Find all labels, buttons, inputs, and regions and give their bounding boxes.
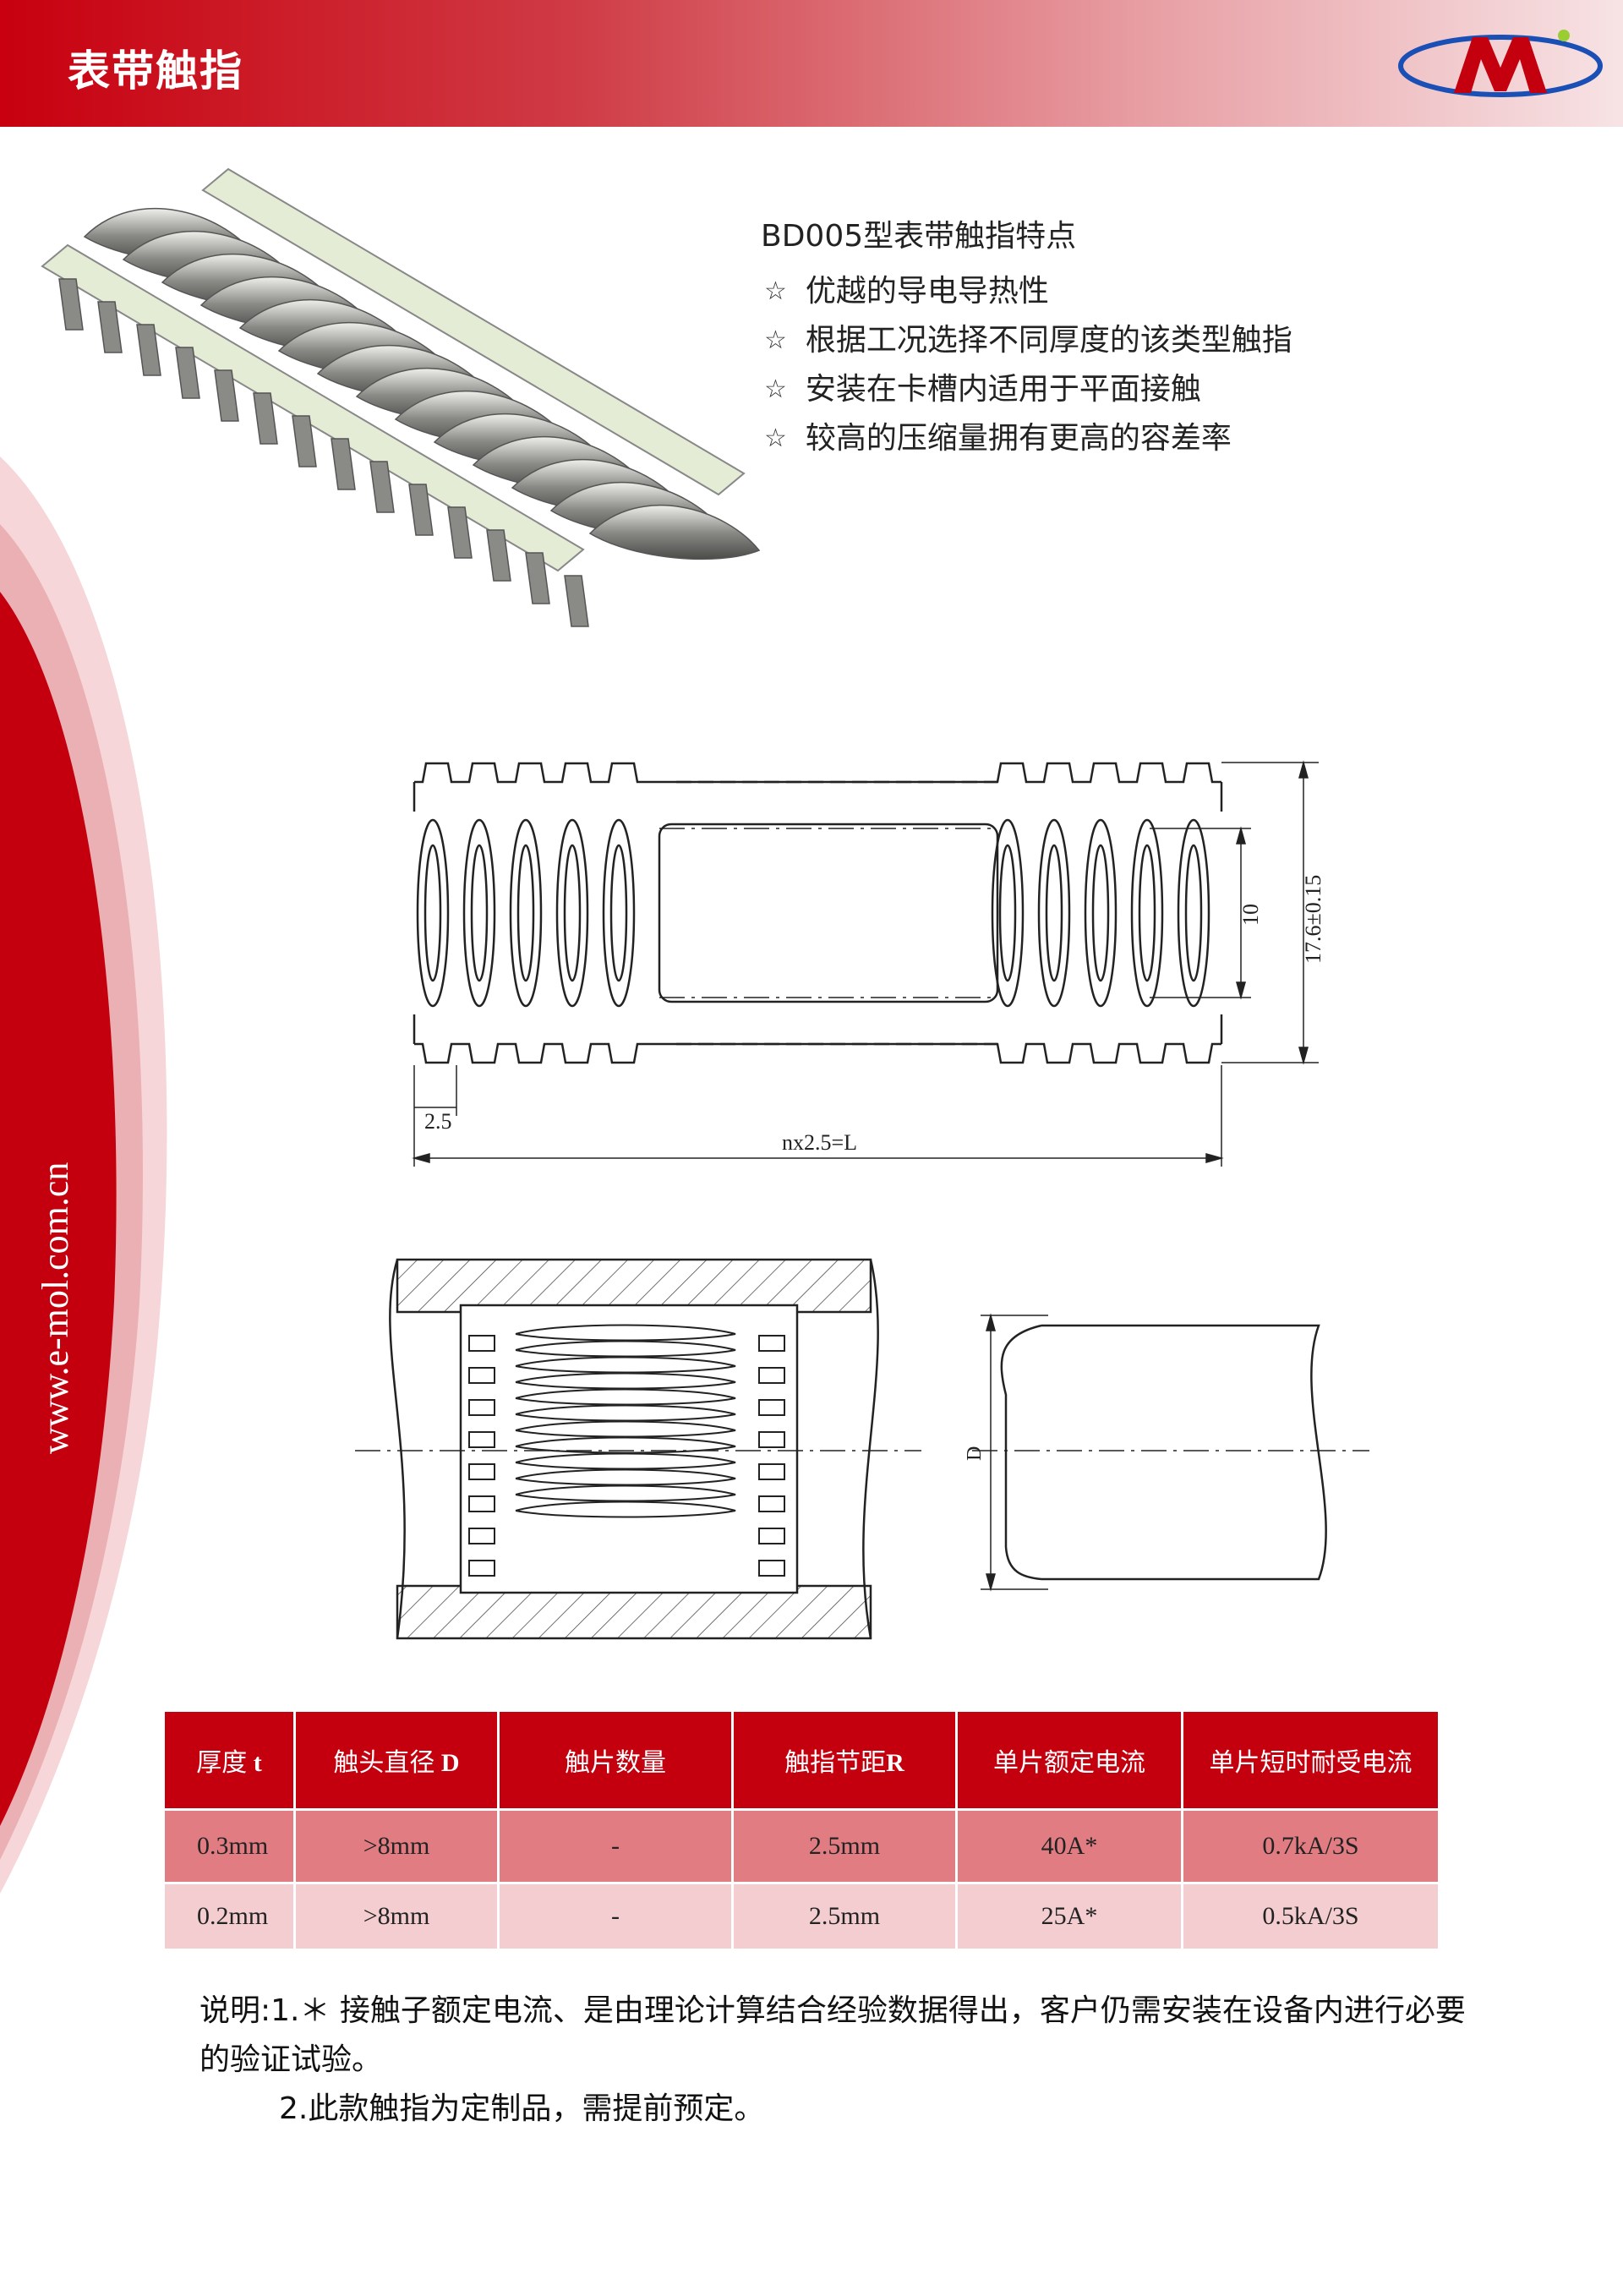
- table-cell: 0.2mm: [162, 1882, 296, 1951]
- feature-item: ☆ 根据工况选择不同厚度的该类型触指: [761, 316, 1292, 365]
- feature-item: ☆ 安装在卡槽内适用于平面接触: [761, 365, 1292, 414]
- table-header-row: 厚度 t 触头直径 D 触片数量 触指节距R 单片额定电流 单片短时耐受电流: [162, 1709, 1440, 1811]
- header-count: 触片数量: [497, 1709, 734, 1811]
- feature-text: 较高的压缩量拥有更高的容差率: [805, 421, 1232, 456]
- feature-text: 根据工况选择不同厚度的该类型触指: [805, 323, 1292, 358]
- feature-text: 安装在卡槽内适用于平面接触: [805, 372, 1201, 407]
- table-row: 0.2mm >8mm - 2.5mm 25A* 0.5kA/3S: [162, 1882, 1440, 1951]
- notes-block: 说明:1.＊ 接触子额定电流、是由理论计算结合经验数据得出，客户仍需安装在设备内…: [199, 1987, 1476, 2134]
- table-cell: -: [497, 1808, 734, 1884]
- table-cell: -: [497, 1882, 734, 1951]
- header-short-current: 单片短时耐受电流: [1181, 1709, 1440, 1811]
- feature-item: ☆ 优越的导电导热性: [761, 267, 1292, 316]
- technical-drawing-bottom: D: [355, 1258, 1369, 1640]
- table-cell: 0.7kA/3S: [1181, 1808, 1440, 1884]
- header-thickness: 厚度 t: [162, 1709, 296, 1811]
- dim-outer: 17.6±0.15: [1301, 875, 1325, 964]
- dim-inner: 10: [1238, 904, 1263, 926]
- header-banner: 表带触指: [0, 0, 1623, 127]
- table-cell: 2.5mm: [731, 1808, 958, 1884]
- table-cell: 25A*: [955, 1882, 1183, 1951]
- dim-pitch: 2.5: [424, 1109, 452, 1134]
- note-2: 2.此款触指为定制品，需提前预定。: [279, 2091, 765, 2126]
- table-cell: >8mm: [293, 1808, 500, 1884]
- dim-diameter: D: [964, 1446, 986, 1461]
- header-diameter: 触头直径 D: [293, 1709, 500, 1811]
- page-title: 表带触指: [68, 46, 243, 96]
- table-cell: >8mm: [293, 1882, 500, 1951]
- table-cell: 2.5mm: [731, 1882, 958, 1951]
- feature-text: 优越的导电导热性: [805, 274, 1049, 309]
- dim-length: nx2.5=L: [782, 1130, 857, 1155]
- product-image: [41, 167, 761, 627]
- table-cell: 40A*: [955, 1808, 1183, 1884]
- header-rated-current: 单片额定电流: [955, 1709, 1183, 1811]
- table-row: 0.3mm >8mm - 2.5mm 40A* 0.7kA/3S: [162, 1808, 1440, 1884]
- features-block: BD005型表带触指特点 ☆ 优越的导电导热性 ☆ 根据工况选择不同厚度的该类型…: [761, 211, 1292, 463]
- star-icon: ☆: [764, 374, 787, 404]
- side-decoration: [0, 456, 167, 1894]
- header-pitch: 触指节距R: [731, 1709, 958, 1811]
- table-cell: 0.3mm: [162, 1808, 296, 1884]
- star-icon: ☆: [764, 325, 787, 355]
- note-1: 说明:1.＊ 接触子额定电流、是由理论计算结合经验数据得出，客户仍需安装在设备内…: [199, 1993, 1466, 2077]
- table-cell: 0.5kA/3S: [1181, 1882, 1440, 1951]
- feature-item: ☆ 较高的压缩量拥有更高的容差率: [761, 414, 1292, 463]
- m-logo-icon: [1398, 30, 1603, 97]
- website-text: www.e-mol.com.cn: [35, 1162, 76, 1454]
- technical-drawing-top: 2.5 nx2.5=L 10 17.6±0.15: [412, 760, 1325, 1167]
- spec-table: 厚度 t 触头直径 D 触片数量 触指节距R 单片额定电流 单片短时耐受电流 0…: [162, 1709, 1440, 1951]
- star-icon: ☆: [764, 276, 787, 306]
- features-title: BD005型表带触指特点: [761, 219, 1077, 254]
- star-icon: ☆: [764, 424, 787, 453]
